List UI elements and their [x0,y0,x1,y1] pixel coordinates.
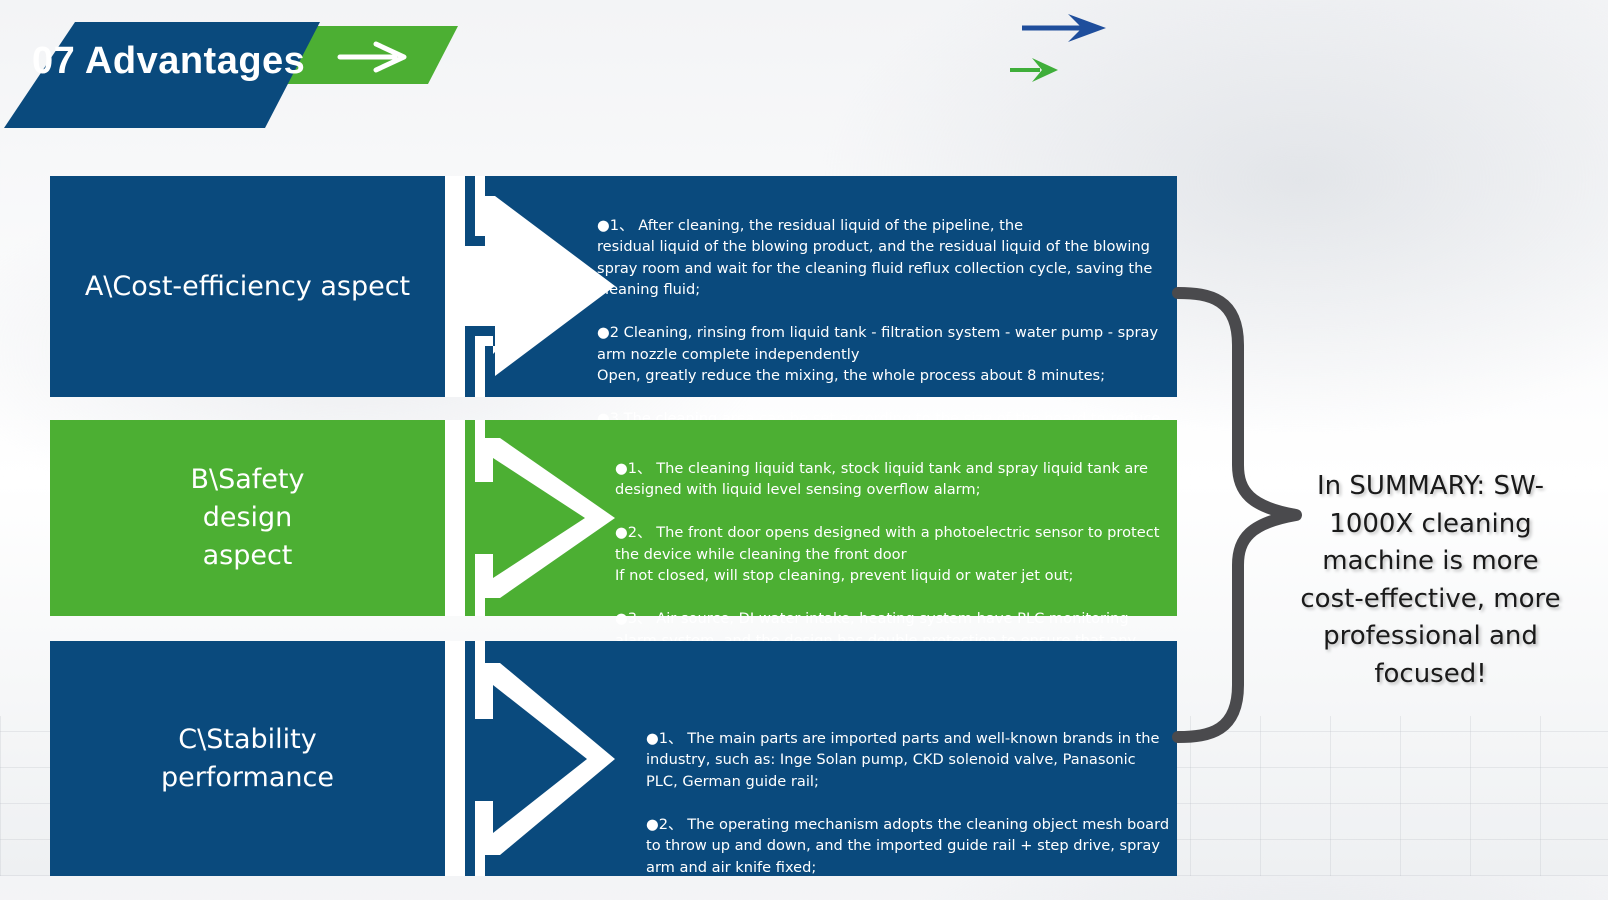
section-a-point-2: ●2 Cleaning, rinsing from liquid tank - … [597,324,1159,384]
section-c-point-2: ●2、 The operating mechanism adopts the c… [646,815,1170,876]
page-title: 07 Advantages [32,40,306,82]
summary-brace-icon [1172,287,1302,743]
section-b-chevron-icon [445,420,615,616]
decorative-arrows-icon [1010,14,1106,82]
section-c-point-1: ●1、 The main parts are imported parts an… [646,729,1160,790]
section-b-content-box [465,420,1177,616]
section-a-label: A\Cost-efficiency aspect [84,270,411,302]
section-c-chevron-icon [445,641,615,876]
section-a-chevron-icon [445,176,615,397]
section-a-label-box: A\Cost-efficiency aspect [50,176,445,397]
section-c-description: ●1、 The main parts are imported parts an… [646,706,1171,900]
title-arrow-icon [337,41,407,73]
title-banner [4,22,458,128]
section-b-point-2: ●2、 The front door opens designed with a… [615,524,1160,584]
section-c-label: C\Stability performance [161,723,334,793]
section-b-label: B\Safety design aspect [190,464,305,571]
section-a-point-1: ●1、 After cleaning, the residual liquid … [597,216,1153,299]
section-c-content-box [465,641,1177,876]
section-b-label-box: B\Safety design aspect [50,420,445,616]
section-b-point-1: ●1、 The cleaning liquid tank, stock liqu… [615,459,1149,499]
section-b-description: ●1、 The cleaning liquid tank, stock liqu… [615,436,1175,694]
summary-text: In SUMMARY: SW-1000X cleaning machine is… [1300,471,1561,689]
section-c-label-box: C\Stability performance [50,641,445,876]
